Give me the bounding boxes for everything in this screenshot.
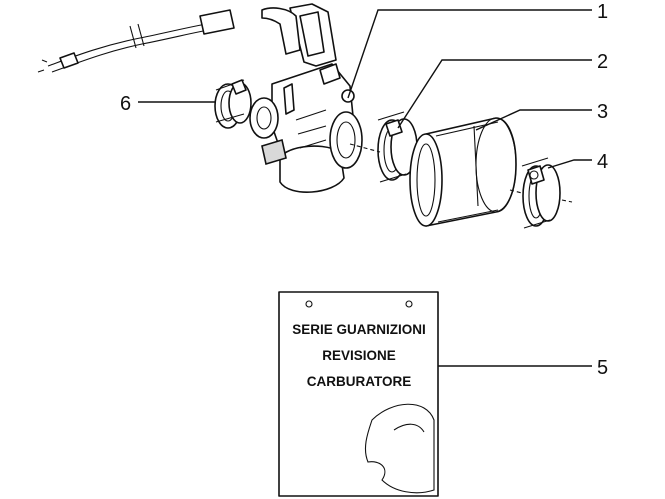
clamp-middle <box>377 111 418 183</box>
kit-label-line1: SERIE GUARNIZIONI <box>292 322 426 337</box>
callout-4: 4 <box>597 151 608 173</box>
kit-label-line3: CARBURATORE <box>307 374 412 389</box>
callout-2: 2 <box>597 51 608 73</box>
leader-1 <box>347 9 592 99</box>
callout-5: 5 <box>597 357 608 379</box>
throttle-cable <box>37 9 235 73</box>
leader-2 <box>397 59 592 129</box>
clamp-left <box>214 79 252 129</box>
kit-label-line2: REVISIONE <box>322 348 396 363</box>
leader-3 <box>475 109 592 131</box>
assembly-axis <box>349 143 573 203</box>
leader-lines <box>138 9 592 367</box>
callout-1: 1 <box>597 1 608 23</box>
leader-4 <box>547 159 592 169</box>
callout-3: 3 <box>597 101 608 123</box>
callout-6: 6 <box>120 93 131 115</box>
gasket-kit-envelope: SERIE GUARNIZIONI REVISIONE CARBURATORE <box>278 291 439 497</box>
intake-sleeve <box>409 117 517 227</box>
clamp-right <box>521 157 561 229</box>
carburetor <box>249 3 363 193</box>
callouts: 1 2 3 4 5 6 <box>120 1 608 379</box>
